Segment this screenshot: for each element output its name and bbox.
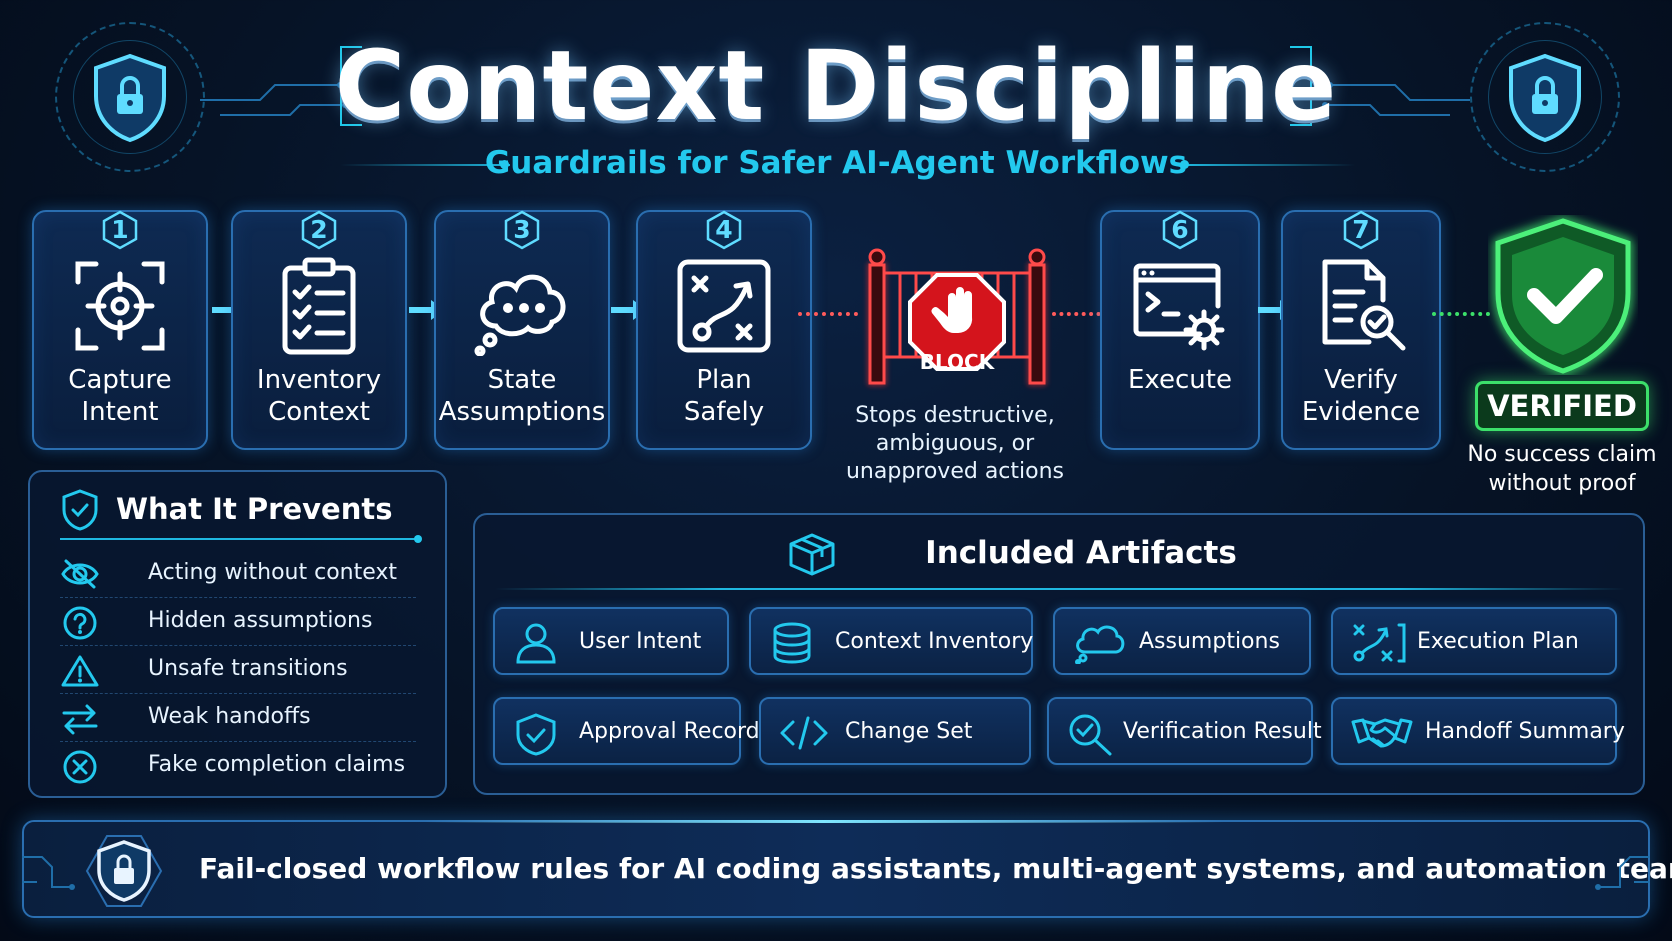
plan-icon <box>1353 623 1406 663</box>
artifact-approval-record: Approval Record <box>493 697 760 765</box>
block-description: Stops destructive, ambiguous, or unappro… <box>845 403 1064 484</box>
thought-cloud-icon <box>474 274 566 356</box>
prevents-divider <box>60 538 416 540</box>
list-item: Hidden assumptions <box>60 598 416 646</box>
artifact-verification-result: Verification Result <box>1047 697 1322 765</box>
title-bracket-right <box>1290 46 1312 126</box>
shield-check-icon <box>62 489 98 531</box>
footer-banner: Fail-closed workflow rules for AI coding… <box>22 820 1672 918</box>
dotted-connector <box>1432 312 1490 316</box>
dotted-connector <box>1052 312 1108 316</box>
checklist-icon <box>282 257 356 355</box>
circuit-decoration-footer-right <box>1595 856 1650 890</box>
strategy-board-icon <box>677 259 771 353</box>
step-number-badge: 1 <box>100 210 140 250</box>
list-item: Fake completion claims <box>60 742 416 790</box>
handshake-icon <box>1351 718 1413 748</box>
lock-shield-icon <box>1509 53 1581 143</box>
subtitle-dot-right <box>1180 160 1189 169</box>
cloud-icon <box>1075 625 1125 664</box>
artifacts-divider <box>495 588 1625 590</box>
artifact-context-inventory: Context Inventory <box>749 607 1033 675</box>
artifacts-title: Included Artifacts <box>925 535 1237 571</box>
artifact-assumptions: Assumptions <box>1053 607 1311 675</box>
step-execute: 6 Execute <box>1100 210 1260 450</box>
circuit-decoration-right <box>1322 82 1470 116</box>
user-icon <box>516 623 556 664</box>
step-number-badge: 4 <box>704 210 744 250</box>
verified-description: No success claim without proof <box>1467 442 1657 496</box>
verified-badge: VERIFIED <box>1475 381 1649 431</box>
block-gate-icon <box>868 248 1046 385</box>
step-number-badge: 3 <box>502 210 542 250</box>
header-shield-left <box>55 22 205 172</box>
package-box-icon <box>789 533 835 576</box>
swap-arrows-icon <box>62 704 98 735</box>
terminal-gear-icon <box>1133 263 1225 351</box>
title-bracket-left <box>340 46 362 126</box>
step-number-badge: 7 <box>1341 210 1381 250</box>
artifacts-panel: Included Artifacts User Intent Context I… <box>473 513 1645 795</box>
footer-text: Fail-closed workflow rules for AI coding… <box>199 852 1672 885</box>
subtitle-line-left <box>340 164 510 166</box>
verified-shield-icon <box>1494 216 1632 375</box>
page-title: Context Discipline <box>334 30 1338 142</box>
step-label: Execute <box>1128 365 1232 395</box>
code-icon <box>780 716 828 750</box>
circuit-decoration-footer-left <box>22 856 75 890</box>
header-shield-right <box>1470 22 1620 172</box>
prevents-title: What It Prevents <box>116 492 393 526</box>
dotted-connector <box>798 312 858 316</box>
prevents-panel: What It Prevents Acting without context … <box>28 470 447 798</box>
database-icon <box>773 622 811 664</box>
step-number-badge: 2 <box>299 210 339 250</box>
lock-shield-icon <box>94 53 166 143</box>
lock-shield-icon <box>85 835 163 907</box>
target-icon <box>75 261 165 351</box>
list-item: Weak handoffs <box>60 694 416 742</box>
artifact-handoff-summary: Handoff Summary <box>1331 697 1625 765</box>
x-circle-icon <box>63 750 97 784</box>
artifact-user-intent: User Intent <box>493 607 729 675</box>
question-icon <box>63 606 97 640</box>
block-sign-label: BLOCK <box>919 350 995 374</box>
step-number-badge: 6 <box>1160 210 1200 250</box>
document-search-icon <box>1322 259 1406 351</box>
eye-off-icon <box>61 559 99 589</box>
magnifier-check-icon <box>1069 714 1112 756</box>
page-subtitle: Guardrails for Safer AI-Agent Workflows <box>484 145 1188 181</box>
subtitle-line-right <box>1185 164 1355 166</box>
subtitle-dot-left <box>500 160 509 169</box>
warning-icon <box>61 655 99 687</box>
prevents-divider-dot <box>414 535 422 543</box>
list-item: Unsafe transitions <box>60 646 416 694</box>
artifact-change-set: Change Set <box>759 697 1031 765</box>
shield-check-icon <box>516 713 556 756</box>
list-item: Acting without context <box>60 550 416 598</box>
artifact-execution-plan: Execution Plan <box>1331 607 1617 675</box>
